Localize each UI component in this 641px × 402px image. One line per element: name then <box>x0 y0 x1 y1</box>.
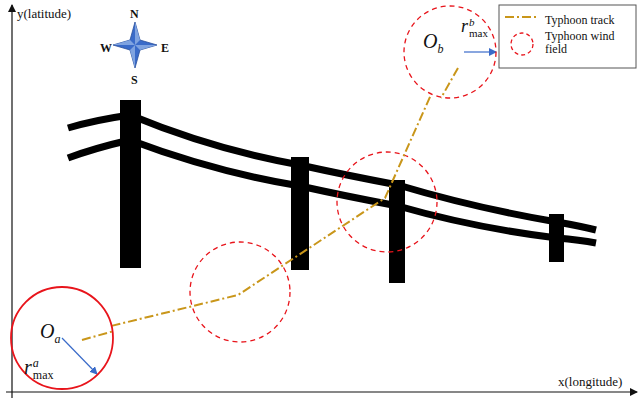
center-label: Oa <box>40 320 60 346</box>
axis-label: x(longitude) <box>558 375 622 389</box>
radius-arrow <box>62 338 97 374</box>
wind-field-circle <box>190 242 290 342</box>
legend-entry: Typhoon track <box>545 10 631 28</box>
track-segment <box>441 68 458 98</box>
legend-circle-sample <box>511 33 533 55</box>
wind-field-circle <box>404 6 496 98</box>
superscript: b <box>469 17 488 28</box>
power-wire <box>68 140 596 243</box>
radius-label: ramax <box>24 356 53 381</box>
x-axis <box>6 391 637 392</box>
compass-letter: W <box>100 42 112 55</box>
wind-field-circle <box>337 152 437 252</box>
label-holder: x(longitude) <box>558 372 622 390</box>
power-wire <box>68 115 596 230</box>
wind-field-node: Obrbmax <box>403 5 497 99</box>
label-holder: Ob <box>423 30 443 56</box>
label-holder: W <box>100 38 112 56</box>
transmission-tower <box>389 180 405 283</box>
typhoon-track <box>112 94 432 326</box>
script-stack: amax <box>33 357 54 381</box>
compass-letter: N <box>130 8 139 21</box>
compass-letter: S <box>131 74 138 87</box>
wind-field-outline <box>403 5 497 99</box>
wind-field-circle <box>11 287 113 389</box>
legend-text: Typhoon wind field <box>545 30 631 56</box>
label-holder: rbmax <box>461 17 488 39</box>
legend-text: Typhoon track <box>545 14 614 27</box>
radius-arrow <box>464 51 496 52</box>
label-holder: ramax <box>24 356 53 381</box>
axis-label: y(latitude) <box>17 7 71 21</box>
track-segment <box>82 331 114 340</box>
radius-label: rbmax <box>461 17 488 39</box>
symbol-base: r <box>24 356 32 378</box>
subscript: max <box>469 28 488 39</box>
label-holder: N <box>130 4 139 22</box>
legend-frame <box>499 5 636 68</box>
label-holder: y(latitude) <box>17 4 71 22</box>
label-holder: E <box>161 38 169 56</box>
legend-line-sample <box>505 16 539 18</box>
symbol-base: O <box>40 320 54 342</box>
legend-entry: Typhoon wind field <box>545 30 631 57</box>
compass-shade <box>113 22 157 68</box>
subscript: a <box>54 332 60 346</box>
subscript: b <box>437 42 443 56</box>
compass-letter: E <box>161 42 169 55</box>
transmission-tower <box>549 214 564 262</box>
script-stack: bmax <box>469 17 488 39</box>
compass-star <box>113 22 157 68</box>
center-label: Ob <box>423 30 443 56</box>
subscript: max <box>33 369 54 381</box>
label-holder: Oa <box>40 320 60 346</box>
symbol-base: O <box>423 30 437 52</box>
symbol-base: r <box>461 16 468 36</box>
transmission-tower <box>120 100 141 268</box>
label-holder: S <box>131 70 138 88</box>
superscript: a <box>33 357 54 369</box>
wind-field-node: Oaramax <box>10 286 114 390</box>
